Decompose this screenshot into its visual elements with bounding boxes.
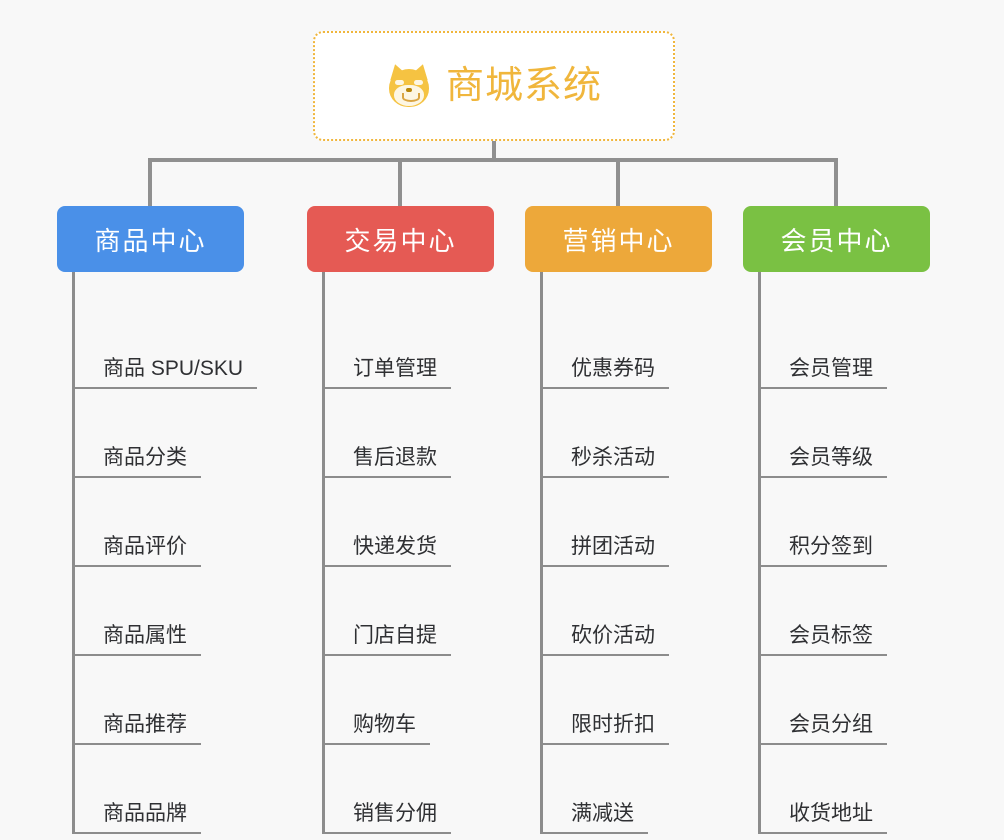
list-item[interactable]: 快递发货 — [325, 478, 451, 567]
leaf-label: 收货地址 — [761, 801, 887, 834]
leaf-list-4: 会员管理 会员等级 积分签到 会员标签 会员分组 收货地址 — [758, 300, 887, 834]
list-item[interactable]: 订单管理 — [325, 300, 451, 389]
list-item[interactable]: 销售分佣 — [325, 745, 451, 834]
leaf-label: 购物车 — [325, 712, 430, 745]
category-box-3[interactable]: 营销中心 — [525, 206, 712, 272]
list-item[interactable]: 商品属性 — [75, 567, 257, 656]
leaf-list-2: 订单管理 售后退款 快递发货 门店自提 购物车 销售分佣 — [322, 300, 451, 834]
connector-drop-1 — [148, 158, 152, 206]
root-node[interactable]: 商城系统 — [313, 31, 675, 141]
leaf-label: 优惠券码 — [543, 356, 669, 389]
leaf-label: 门店自提 — [325, 623, 451, 656]
list-item[interactable]: 会员分组 — [761, 656, 887, 745]
connector-drop-3 — [616, 158, 620, 206]
list-item[interactable]: 商品品牌 — [75, 745, 257, 834]
leaf-label: 满减送 — [543, 801, 648, 834]
list-item[interactable]: 拼团活动 — [543, 478, 669, 567]
connector-category-4 — [758, 272, 761, 306]
leaf-label: 会员标签 — [761, 623, 887, 656]
category-box-4[interactable]: 会员中心 — [743, 206, 930, 272]
list-item[interactable]: 售后退款 — [325, 389, 451, 478]
leaf-label: 积分签到 — [761, 534, 887, 567]
connector-category-2 — [322, 272, 325, 306]
list-item[interactable]: 满减送 — [543, 745, 669, 834]
leaf-list-1: 商品 SPU/SKU 商品分类 商品评价 商品属性 商品推荐 商品品牌 — [72, 300, 258, 834]
leaf-label: 商品推荐 — [75, 712, 201, 745]
connector-category-1 — [72, 272, 75, 306]
leaf-label: 商品分类 — [75, 445, 201, 478]
leaf-label: 秒杀活动 — [543, 445, 669, 478]
leaf-label: 会员管理 — [761, 356, 887, 389]
category-box-2[interactable]: 交易中心 — [307, 206, 494, 272]
list-item[interactable]: 商品推荐 — [75, 656, 257, 745]
list-item[interactable]: 砍价活动 — [543, 567, 669, 656]
list-item[interactable]: 会员标签 — [761, 567, 887, 656]
leaf-label: 订单管理 — [325, 356, 451, 389]
list-item[interactable]: 秒杀活动 — [543, 389, 669, 478]
list-item[interactable]: 限时折扣 — [543, 656, 669, 745]
branch-marketing-center: 营销中心 优惠券码 秒杀活动 拼团活动 砍价活动 限时折扣 满减送 — [525, 206, 712, 834]
leaf-label: 会员分组 — [761, 712, 887, 745]
leaf-label: 商品 SPU/SKU — [75, 356, 258, 389]
list-item[interactable]: 购物车 — [325, 656, 451, 745]
dog-face-icon — [386, 61, 432, 109]
root-title: 商城系统 — [445, 65, 602, 107]
leaf-label: 快递发货 — [325, 534, 451, 567]
connector-drop-2 — [398, 158, 402, 206]
leaf-label: 会员等级 — [761, 445, 887, 478]
list-item[interactable]: 商品 SPU/SKU — [75, 300, 258, 389]
leaf-label: 商品评价 — [75, 534, 201, 567]
leaf-label: 商品属性 — [75, 623, 201, 656]
connector-category-3 — [540, 272, 543, 306]
category-box-1[interactable]: 商品中心 — [57, 206, 244, 272]
leaf-label: 售后退款 — [325, 445, 451, 478]
list-item[interactable]: 门店自提 — [325, 567, 451, 656]
leaf-label: 商品品牌 — [75, 801, 201, 834]
list-item[interactable]: 积分签到 — [761, 478, 887, 567]
leaf-label: 销售分佣 — [325, 801, 451, 834]
branch-trade-center: 交易中心 订单管理 售后退款 快递发货 门店自提 购物车 销售分佣 — [307, 206, 494, 834]
connector-root-stem — [492, 141, 496, 161]
branch-member-center: 会员中心 会员管理 会员等级 积分签到 会员标签 会员分组 收货地址 — [743, 206, 930, 834]
leaf-label: 限时折扣 — [543, 712, 669, 745]
connector-drop-4 — [834, 158, 838, 206]
list-item[interactable]: 会员管理 — [761, 300, 887, 389]
list-item[interactable]: 商品评价 — [75, 478, 257, 567]
list-item[interactable]: 会员等级 — [761, 389, 887, 478]
list-item[interactable]: 商品分类 — [75, 389, 257, 478]
branch-product-center: 商品中心 商品 SPU/SKU 商品分类 商品评价 商品属性 商品推荐 商品品牌 — [57, 206, 258, 834]
list-item[interactable]: 优惠券码 — [543, 300, 669, 389]
leaf-label: 拼团活动 — [543, 534, 669, 567]
leaf-label: 砍价活动 — [543, 623, 669, 656]
leaf-list-3: 优惠券码 秒杀活动 拼团活动 砍价活动 限时折扣 满减送 — [540, 300, 669, 834]
connector-horizontal-bus — [148, 158, 838, 162]
list-item[interactable]: 收货地址 — [761, 745, 887, 834]
